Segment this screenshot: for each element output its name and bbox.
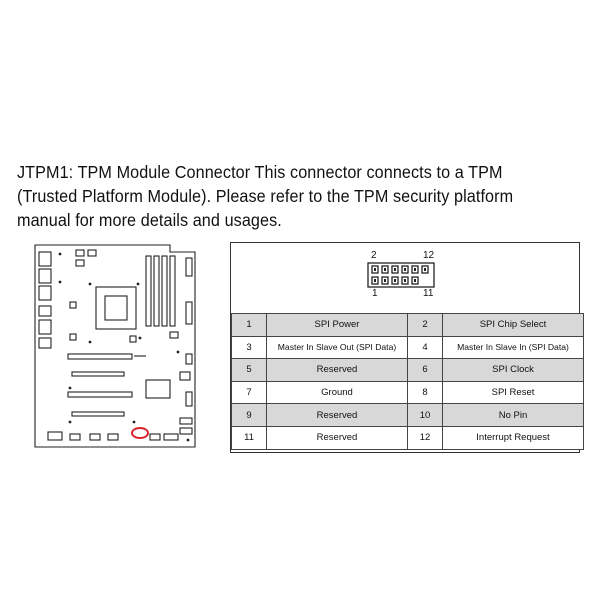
pin-signal: SPI Clock bbox=[442, 358, 584, 382]
tpm-location-highlight bbox=[131, 427, 149, 439]
pin-label-bottom-right: 11 bbox=[423, 288, 434, 299]
component bbox=[69, 333, 77, 341]
bottom-header bbox=[107, 433, 119, 441]
pin-number: 1 bbox=[231, 313, 267, 337]
pin-signal: SPI Chip Select bbox=[442, 313, 584, 337]
bottom-header bbox=[149, 433, 161, 441]
pin-number: 4 bbox=[407, 335, 443, 360]
io-port-block bbox=[38, 337, 52, 349]
power-connector bbox=[185, 301, 193, 325]
pin-number: 8 bbox=[407, 380, 443, 405]
heading-line-1: JTPM1: TPM Module Connector This connect… bbox=[17, 162, 503, 182]
bottom-header bbox=[89, 433, 101, 441]
pin-number: 3 bbox=[231, 335, 267, 360]
table-row: 7 Ground 8 SPI Reset bbox=[231, 380, 584, 405]
component bbox=[129, 335, 137, 343]
table-row: 5 Reserved 6 SPI Clock bbox=[231, 358, 584, 382]
header-connector bbox=[179, 371, 191, 381]
sata-port bbox=[179, 417, 193, 425]
pin-signal: Master In Slave In (SPI Data) bbox=[442, 335, 584, 360]
io-port-block bbox=[38, 268, 52, 284]
pcie-slot bbox=[67, 353, 133, 360]
pin-signal: Master In Slave Out (SPI Data) bbox=[266, 335, 408, 360]
connector-diagram: 2 12 1 11 bbox=[231, 243, 579, 313]
m2-slot bbox=[71, 411, 125, 417]
io-port-block bbox=[38, 251, 52, 267]
pin-signal: Reserved bbox=[266, 403, 408, 427]
pin-number: 6 bbox=[407, 358, 443, 382]
pin-number: 9 bbox=[231, 403, 267, 427]
board-outline bbox=[34, 244, 196, 448]
pin-number: 5 bbox=[231, 358, 267, 382]
bottom-header bbox=[69, 433, 81, 441]
io-port-block bbox=[38, 285, 52, 301]
component bbox=[169, 331, 179, 339]
component bbox=[75, 249, 85, 257]
pin-label-top-left: 2 bbox=[371, 250, 377, 261]
table-row: 9 Reserved 10 No Pin bbox=[231, 403, 584, 427]
pin-number: 2 bbox=[407, 313, 443, 337]
heading-line-2: (Trusted Platform Module). Please refer … bbox=[17, 186, 514, 206]
heading-line-3: manual for more details and usages. bbox=[17, 210, 282, 230]
table-row: 1 SPI Power 2 SPI Chip Select bbox=[231, 313, 584, 337]
pin-number: 12 bbox=[407, 425, 443, 450]
motherboard-diagram bbox=[34, 244, 196, 448]
bottom-header bbox=[163, 433, 179, 441]
m2-slot bbox=[71, 371, 125, 377]
component bbox=[87, 249, 97, 257]
table-row: 11 Reserved 12 Interrupt Request bbox=[231, 425, 584, 450]
bottom-header bbox=[47, 431, 63, 441]
io-port-block bbox=[38, 319, 52, 335]
pin-signal: Reserved bbox=[266, 358, 408, 382]
dimm-slot bbox=[161, 255, 168, 327]
io-port-block bbox=[38, 305, 52, 317]
pin-number: 10 bbox=[407, 403, 443, 427]
dimm-slot bbox=[145, 255, 152, 327]
pin-signal: Reserved bbox=[266, 425, 408, 450]
dimm-slot bbox=[153, 255, 160, 327]
pin-number: 7 bbox=[231, 380, 267, 405]
header-connector bbox=[185, 353, 193, 365]
sata-port bbox=[179, 427, 193, 435]
pin-label-top-right: 12 bbox=[423, 250, 435, 261]
pin-signal: Interrupt Request bbox=[442, 425, 584, 450]
dimm-slot bbox=[169, 255, 176, 327]
pin-number: 11 bbox=[231, 425, 267, 450]
page-heading: JTPM1: TPM Module Connector This connect… bbox=[17, 160, 568, 232]
pcie-slot bbox=[67, 391, 133, 398]
pin-signal: Ground bbox=[266, 380, 408, 405]
pin-signal: SPI Reset bbox=[442, 380, 584, 405]
header-connector bbox=[185, 391, 193, 407]
cpu-socket bbox=[95, 286, 137, 330]
pin-header-icon bbox=[367, 262, 435, 288]
pin-signal: SPI Power bbox=[266, 313, 408, 337]
chipset bbox=[145, 379, 171, 399]
component bbox=[75, 259, 85, 267]
cpu-socket-inner bbox=[104, 295, 128, 321]
power-connector bbox=[185, 257, 193, 277]
component bbox=[69, 301, 77, 309]
pin-label-bottom-left: 1 bbox=[372, 288, 378, 299]
pin-signal: No Pin bbox=[442, 403, 584, 427]
pinout-panel: 2 12 1 11 bbox=[230, 242, 584, 453]
table-row: 3 Master In Slave Out (SPI Data) 4 Maste… bbox=[231, 335, 584, 360]
pinout-table: 1 SPI Power 2 SPI Chip Select 3 Master I… bbox=[231, 313, 584, 450]
